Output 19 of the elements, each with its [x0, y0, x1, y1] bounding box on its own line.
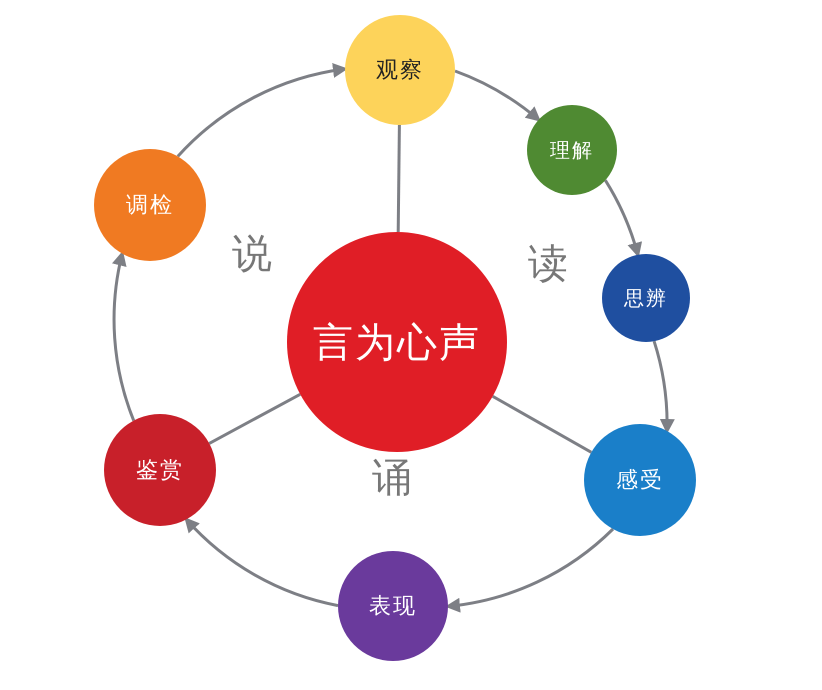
- connector-line: [492, 395, 592, 454]
- node-label: 言为心声: [313, 318, 481, 368]
- arrow: [454, 70, 542, 122]
- connector-line: [396, 124, 401, 232]
- arrow: [604, 179, 642, 258]
- node-label: 观察: [376, 57, 424, 85]
- node-label: 思辨: [624, 284, 668, 312]
- section-label: 诵: [372, 454, 412, 503]
- arrow: [184, 517, 338, 608]
- arrow: [112, 250, 136, 422]
- section-label: 说: [232, 230, 272, 279]
- section-label: 读: [528, 240, 568, 289]
- arrow: [652, 340, 674, 434]
- node-label: 调检: [126, 192, 174, 220]
- node-label: 感受: [616, 467, 664, 495]
- connector-line: [208, 392, 301, 445]
- node-label: 表现: [369, 593, 417, 621]
- node-label: 鉴赏: [136, 457, 184, 485]
- node-label: 理解: [550, 136, 594, 164]
